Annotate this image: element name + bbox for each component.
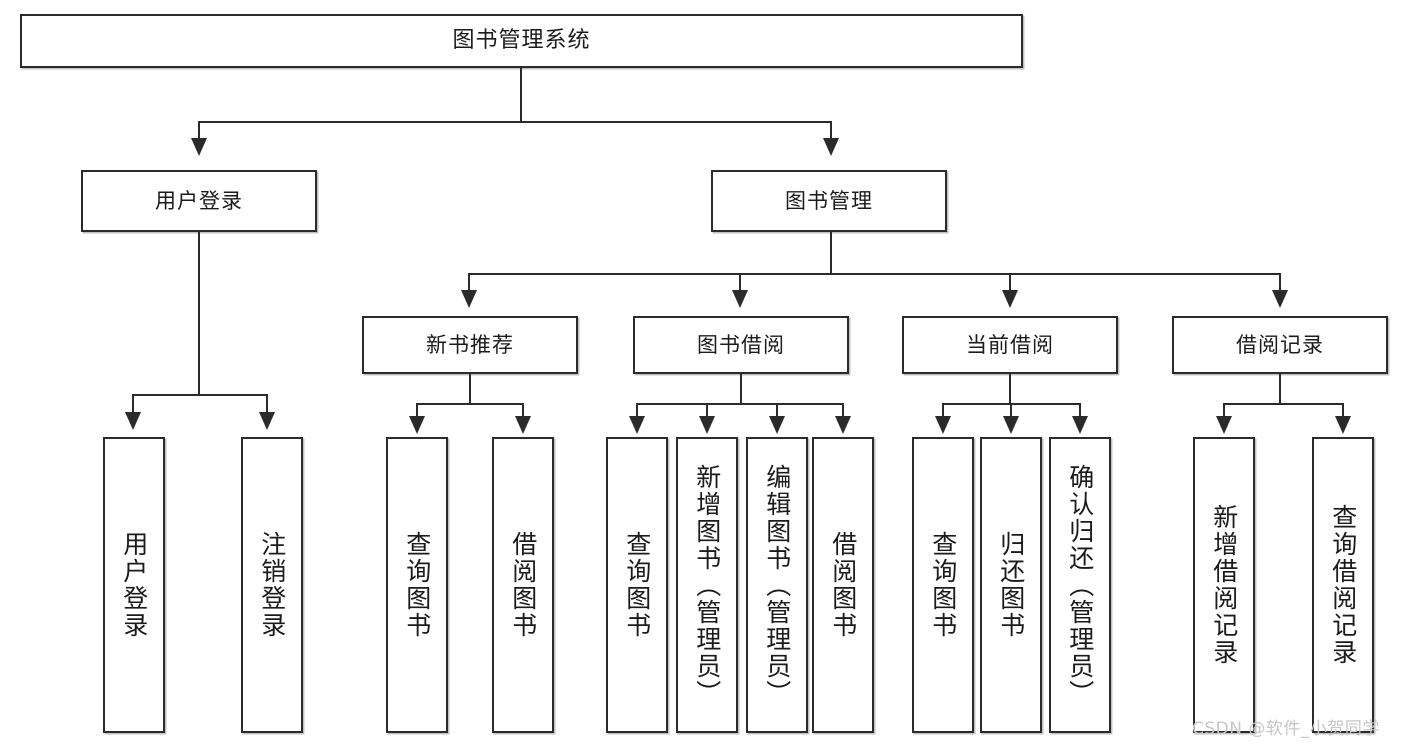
node-root-system[interactable]: 图书管理系统 bbox=[20, 14, 1023, 68]
connector-borrow-record-stem bbox=[1279, 374, 1281, 404]
connector-current-borrow-stem bbox=[1009, 374, 1011, 404]
arrowhead-book-borrow-leaf-1 bbox=[629, 416, 645, 434]
arrowhead-book-borrow-leaf-3 bbox=[769, 416, 785, 434]
leaf-book-borrow-borrow-book[interactable]: 借阅图书 bbox=[812, 437, 874, 733]
node-label: 图书借阅 bbox=[697, 332, 785, 357]
connector-current-borrow-branch-2 bbox=[1010, 403, 1012, 422]
node-current-borrow[interactable]: 当前借阅 bbox=[902, 316, 1118, 374]
connector-new-book-branch-2 bbox=[522, 403, 524, 422]
connector-borrow-record-branch-2 bbox=[1342, 403, 1344, 422]
leaf-user-logout[interactable]: 注销登录 bbox=[241, 437, 303, 733]
connector-new-book-branch-1 bbox=[416, 403, 418, 422]
arrowhead-root-to-book-mgmt bbox=[823, 138, 839, 156]
node-label: 编辑图书（管理员） bbox=[762, 463, 792, 707]
arrowhead-new-book-leaf-1 bbox=[409, 416, 425, 434]
connector-book-mgmt-branch-3 bbox=[1009, 273, 1011, 296]
node-label: 归还图书 bbox=[996, 531, 1026, 639]
arrowhead-user-login-leaf-2 bbox=[259, 412, 275, 430]
arrowhead-borrow-record-leaf-1 bbox=[1216, 416, 1232, 434]
node-label: 当前借阅 bbox=[966, 332, 1054, 357]
node-label: 注销登录 bbox=[257, 531, 287, 639]
node-label: 确认归还（管理员） bbox=[1065, 463, 1095, 707]
node-book-management[interactable]: 图书管理 bbox=[711, 170, 947, 232]
leaf-current-borrow-query-book[interactable]: 查询图书 bbox=[912, 437, 974, 733]
leaf-borrow-record-query-record[interactable]: 查询借阅记录 bbox=[1312, 437, 1374, 733]
connector-book-borrow-branch-2 bbox=[706, 403, 708, 422]
node-borrow-record[interactable]: 借阅记录 bbox=[1172, 316, 1388, 374]
connector-current-borrow-branch-3 bbox=[1079, 403, 1081, 422]
connector-book-mgmt-bus bbox=[468, 273, 1280, 275]
connector-book-borrow-stem bbox=[740, 374, 742, 404]
node-label: 查询图书 bbox=[402, 531, 432, 639]
leaf-user-login[interactable]: 用户登录 bbox=[103, 437, 165, 733]
connector-book-mgmt-stem bbox=[830, 232, 832, 274]
arrowhead-book-borrow-leaf-4 bbox=[835, 416, 851, 434]
node-user-login[interactable]: 用户登录 bbox=[81, 170, 317, 232]
connector-book-mgmt-branch-4 bbox=[1279, 273, 1281, 296]
arrowhead-user-login-leaf-1 bbox=[125, 412, 141, 430]
connector-book-borrow-branch-1 bbox=[636, 403, 638, 422]
arrowhead-to-new-book-recommend bbox=[461, 290, 477, 308]
arrowhead-borrow-record-leaf-2 bbox=[1335, 416, 1351, 434]
node-label: 借阅图书 bbox=[508, 531, 538, 639]
node-label: 新增借阅记录 bbox=[1209, 504, 1239, 666]
connector-user-login-branch-1 bbox=[132, 394, 134, 418]
connector-new-book-bus bbox=[416, 403, 524, 405]
leaf-borrow-record-add-record[interactable]: 新增借阅记录 bbox=[1193, 437, 1255, 733]
connector-user-login-branch-2 bbox=[266, 394, 268, 418]
node-label: 新书推荐 bbox=[426, 332, 514, 357]
node-label: 查询图书 bbox=[622, 531, 652, 639]
connector-root-stem bbox=[520, 68, 522, 122]
leaf-book-borrow-edit-book-admin[interactable]: 编辑图书（管理员） bbox=[746, 437, 808, 733]
node-label: 借阅记录 bbox=[1236, 332, 1324, 357]
arrowhead-current-borrow-leaf-1 bbox=[935, 416, 951, 434]
node-label: 查询借阅记录 bbox=[1328, 504, 1358, 666]
connector-book-mgmt-branch-2 bbox=[739, 273, 741, 296]
arrowhead-book-borrow-leaf-2 bbox=[699, 416, 715, 434]
node-label: 用户登录 bbox=[155, 188, 243, 213]
arrowhead-to-borrow-record bbox=[1272, 290, 1288, 308]
arrowhead-to-current-borrow bbox=[1002, 290, 1018, 308]
connector-root-to-user-login bbox=[198, 121, 200, 145]
node-new-book-recommend[interactable]: 新书推荐 bbox=[362, 316, 578, 374]
arrowhead-to-book-borrow bbox=[732, 290, 748, 308]
connector-current-borrow-branch-1 bbox=[942, 403, 944, 422]
leaf-current-borrow-return-book[interactable]: 归还图书 bbox=[980, 437, 1042, 733]
connector-user-login-stem bbox=[198, 232, 200, 395]
arrowhead-root-to-user-login bbox=[191, 138, 207, 156]
leaf-new-book-borrow-book[interactable]: 借阅图书 bbox=[492, 437, 554, 733]
node-label: 新增图书（管理员） bbox=[692, 463, 722, 707]
connector-root-bus bbox=[198, 121, 832, 123]
leaf-book-borrow-query-book[interactable]: 查询图书 bbox=[606, 437, 668, 733]
connector-book-mgmt-branch-1 bbox=[468, 273, 470, 296]
node-label: 查询图书 bbox=[928, 531, 958, 639]
arrowhead-current-borrow-leaf-3 bbox=[1072, 416, 1088, 434]
connector-book-borrow-branch-4 bbox=[842, 403, 844, 422]
connector-new-book-stem bbox=[469, 374, 471, 404]
node-label: 借阅图书 bbox=[828, 531, 858, 639]
leaf-book-borrow-add-book-admin[interactable]: 新增图书（管理员） bbox=[676, 437, 738, 733]
connector-user-login-bus bbox=[132, 394, 266, 396]
connector-borrow-record-branch-1 bbox=[1223, 403, 1225, 422]
node-label: 图书管理 bbox=[785, 188, 873, 213]
connector-book-borrow-branch-3 bbox=[776, 403, 778, 422]
connector-borrow-record-bus bbox=[1223, 403, 1343, 405]
leaf-current-borrow-confirm-return-admin[interactable]: 确认归还（管理员） bbox=[1049, 437, 1111, 733]
node-book-borrow[interactable]: 图书借阅 bbox=[633, 316, 849, 374]
node-label: 图书管理系统 bbox=[452, 28, 591, 54]
connector-book-borrow-bus bbox=[636, 403, 843, 405]
arrowhead-current-borrow-leaf-2 bbox=[1003, 416, 1019, 434]
connector-root-to-book-mgmt bbox=[830, 121, 832, 145]
node-label: 用户登录 bbox=[119, 531, 149, 639]
watermark-text: CSDN @软件_小贺同学 bbox=[1192, 719, 1380, 739]
arrowhead-new-book-leaf-2 bbox=[515, 416, 531, 434]
leaf-new-book-query-book[interactable]: 查询图书 bbox=[386, 437, 448, 733]
